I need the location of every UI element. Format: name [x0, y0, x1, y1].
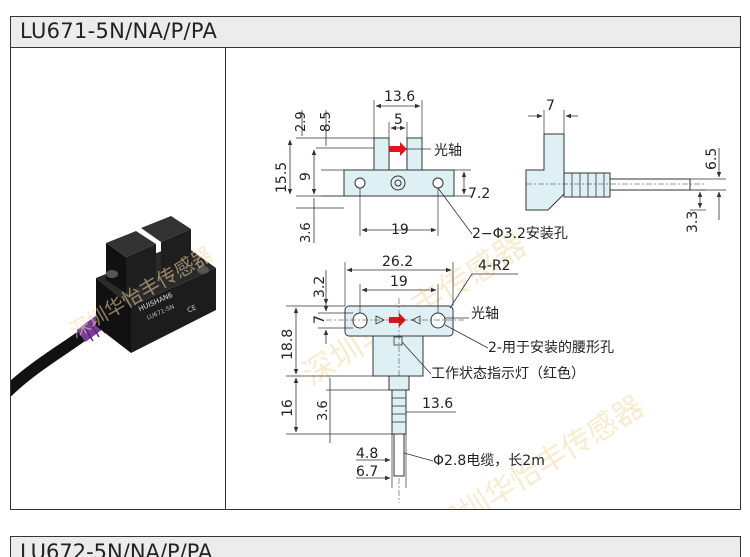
- top-view: 光轴 13.6 5 15.5 9: [274, 89, 568, 243]
- fork-right-top: [141, 216, 191, 242]
- dim-front-6-7: 6.7: [356, 464, 378, 480]
- mount-hole-right: [197, 266, 209, 274]
- front-view: 光轴 26.2 19 4-R2 3.2: [280, 254, 614, 503]
- dim-top-2-9: 2.9: [294, 111, 309, 132]
- dim-front-4-8: 4.8: [356, 446, 378, 462]
- dim-top-3-6: 3.6: [299, 222, 314, 243]
- dim-front-7: 7: [312, 315, 328, 324]
- section-title: LU671-5N/NA/P/PA: [20, 19, 218, 43]
- front-radius-label: 4-R2: [478, 258, 511, 274]
- dim-top-15-5: 15.5: [274, 162, 290, 193]
- dim-front-13-6: 13.6: [422, 396, 453, 412]
- dimension-drawing-panel: 深圳华怡丰传感器 深圳华怡丰传感器 光轴 13.6: [226, 48, 740, 546]
- top-fork-right: [406, 137, 423, 171]
- dim-top-7-2: 7.2: [468, 186, 490, 202]
- top-center-mark: [390, 175, 406, 191]
- datasheet-section: LU671-5N/NA/P/PA: [1, 16, 741, 546]
- dim-top-19: 19: [391, 222, 409, 238]
- top-mount-hole-label: 2−Φ3.2安装孔: [472, 226, 568, 242]
- drawing-watermark-2: 深圳华怡丰传感器: [428, 389, 650, 509]
- ce-mark: CE: [186, 303, 198, 314]
- top-mount-hole-left: [354, 177, 366, 189]
- dim-side-7: 7: [546, 98, 555, 114]
- dim-side-3-3: 3.3: [685, 211, 701, 233]
- dim-front-26-2: 26.2: [382, 254, 413, 270]
- fork-left-side: [106, 243, 126, 293]
- front-slot-left: [352, 312, 368, 329]
- section-title-bar: LU671-5N/NA/P/PA: [11, 17, 740, 48]
- dim-side-6-5: 6.5: [704, 148, 720, 170]
- next-section-title: LU672-5N/NA/P/PA: [20, 540, 213, 557]
- front-optical-axis-label: 光轴: [471, 306, 499, 322]
- front-slot-holes-label: 2-用于安装的腰形孔: [488, 340, 614, 356]
- dim-top-9: 9: [298, 172, 314, 181]
- dim-top-8-5: 8.5: [319, 111, 334, 132]
- top-optical-axis-label: 光轴: [434, 143, 462, 159]
- dim-front-3-6: 3.6: [316, 400, 331, 421]
- mount-hole-left: [106, 270, 118, 278]
- dim-front-16: 16: [280, 399, 296, 417]
- front-indicator-label: 工作状态指示灯（红色）: [431, 365, 585, 382]
- top-fork-left: [373, 137, 390, 171]
- dim-top-5: 5: [394, 112, 403, 128]
- status-indicator: [393, 336, 403, 346]
- dim-front-18-8: 18.8: [280, 329, 296, 360]
- optical-axis-arrow-top: [389, 142, 407, 156]
- front-cable-sleeve: [391, 389, 407, 435]
- dim-front-3-2: 3.2: [312, 276, 328, 298]
- fork-right-front: [161, 229, 191, 277]
- sensor-photo-panel: HUISHAN6 LU671-5N CE 深圳华怡丰传感器: [1, 48, 225, 509]
- dim-front-19: 19: [390, 274, 408, 290]
- fork-left-front: [126, 244, 156, 293]
- dimension-drawing: 深圳华怡丰传感器 深圳华怡丰传感器 光轴 13.6: [274, 89, 726, 546]
- sensor-cable: [1, 328, 90, 398]
- panel-divider: [225, 48, 226, 509]
- front-cable-label: Φ2.8电缆，长2m: [433, 453, 545, 469]
- front-body: [372, 335, 424, 377]
- side-cable: [609, 178, 691, 191]
- top-mount-hole-right: [432, 177, 444, 189]
- fork-left-top: [106, 231, 156, 257]
- front-cable: [393, 433, 405, 477]
- sensor-base-front: [131, 268, 216, 353]
- front-slot-right: [430, 312, 446, 329]
- side-view: 7 6.5 3.3: [525, 98, 726, 233]
- dim-top-13-6: 13.6: [384, 89, 415, 105]
- side-cable-boot: [563, 172, 611, 198]
- side-body: [525, 133, 565, 211]
- optical-axis-arrow-front: [389, 313, 406, 327]
- sensor-base-left: [96, 278, 131, 353]
- sensor-photo: HUISHAN6 LU671-5N CE 深圳华怡丰传感器: [1, 216, 216, 398]
- next-section-header: LU672-5N/NA/P/PA: [10, 536, 741, 557]
- front-cable-boot: [388, 375, 410, 391]
